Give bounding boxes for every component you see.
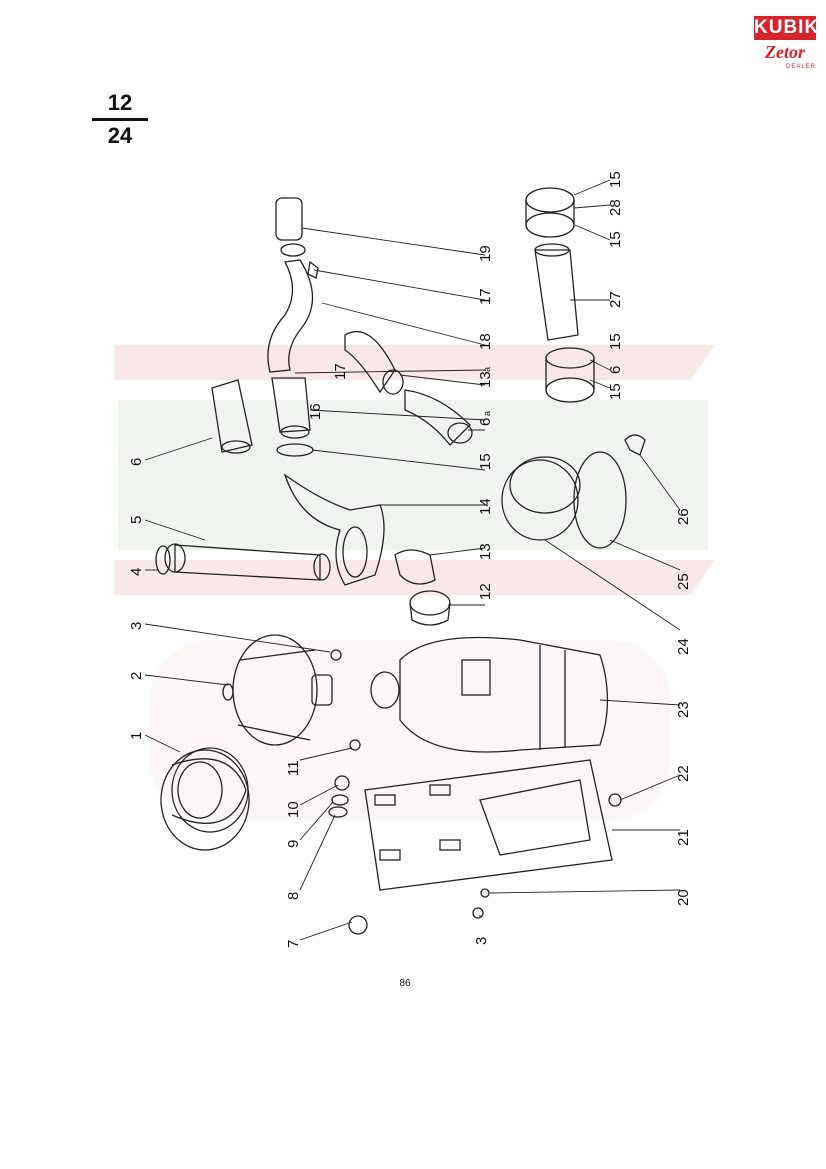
part-26-clip [624, 434, 646, 456]
fraction-denominator: 24 [107, 123, 133, 148]
part-24-cover [501, 456, 581, 541]
callout-18: 18 [477, 333, 494, 350]
callout-15: 15 [477, 453, 494, 470]
callout-10: 10 [285, 801, 302, 818]
part-21-bracket [364, 759, 613, 891]
part-9-washer [331, 794, 349, 806]
part-1-cap [160, 747, 250, 851]
callout-labels: 1 2 3 4 5 6 7 8 9 10 11 12 13 14 15 6 a … [128, 171, 692, 948]
callout-15-right-low-a: 15 [607, 383, 624, 400]
part-6-cartridge [211, 379, 253, 454]
part-28-clamp-set [525, 187, 575, 238]
leader-lines [144, 179, 681, 941]
callout-6a-sub: a [482, 411, 492, 416]
part-10-nut [334, 775, 350, 791]
part-23-filter-body [370, 636, 609, 753]
part-6-lower-clamp-set [545, 347, 595, 403]
callout-17-upper: 17 [477, 288, 494, 305]
callout-12: 12 [477, 583, 494, 600]
callout-6-right: 6 [607, 366, 624, 374]
part-12-sleeve [409, 590, 451, 626]
kubik-zetor-logo: KUBIK Zetor DEALER [754, 14, 818, 74]
callout-15-right-top-a: 15 [607, 231, 624, 248]
callout-9: 9 [285, 840, 302, 848]
part-27-tube [534, 243, 579, 341]
callout-25: 25 [675, 573, 692, 590]
logo-partner-sub: DEALER [785, 64, 816, 70]
callout-13a: 13 [477, 371, 494, 388]
part-13-elbow [394, 549, 436, 585]
part-4-clamp [155, 545, 171, 575]
part-6a-elbow [404, 389, 473, 446]
callout-1: 1 [128, 732, 145, 740]
callout-8: 8 [285, 892, 302, 900]
part-13a-elbow [344, 330, 404, 395]
fraction-bar [92, 118, 148, 121]
callout-6a: 6 [477, 418, 494, 426]
callout-17-lower: 17 [332, 363, 349, 380]
part-2-precleaner [222, 634, 333, 746]
part-5-pipe [164, 543, 331, 581]
callout-3-bottom: 3 [473, 937, 490, 945]
part-7-bolt [348, 915, 368, 935]
callout-24: 24 [675, 638, 692, 655]
callout-5: 5 [128, 516, 145, 524]
part-25-ring [573, 451, 627, 549]
callout-22: 22 [675, 765, 692, 782]
part-20-washer [480, 888, 490, 898]
callout-19: 19 [477, 245, 494, 262]
section-fraction: 12 24 [92, 90, 148, 149]
callout-3: 3 [128, 622, 145, 630]
callout-21: 21 [675, 829, 692, 846]
callout-15-right-low-b: 15 [607, 333, 624, 350]
callout-23: 23 [675, 701, 692, 718]
callout-11: 11 [285, 760, 302, 776]
callout-28: 28 [607, 199, 624, 216]
page-number: 86 [399, 978, 411, 989]
part-14-housing [283, 473, 385, 586]
callout-14: 14 [477, 498, 494, 515]
callout-13: 13 [477, 543, 494, 560]
part-3-nut-top [330, 649, 342, 661]
fraction-numerator: 12 [107, 90, 133, 115]
part-8-washer [328, 806, 348, 818]
callout-6: 6 [128, 458, 145, 466]
callout-2: 2 [128, 672, 145, 680]
callout-15-right-top-b: 15 [607, 171, 624, 188]
part-11-screw [349, 739, 361, 751]
callout-16: 16 [307, 403, 324, 420]
logo-partner: Zetor [765, 42, 805, 62]
part-18-intake-tube [267, 197, 319, 373]
callout-20: 20 [675, 889, 692, 906]
callout-13a-sub: a [482, 367, 492, 372]
callout-7: 7 [285, 940, 302, 948]
callout-26: 26 [675, 508, 692, 525]
logo-brand: KUBIK [754, 16, 820, 40]
callout-4: 4 [128, 568, 145, 576]
callout-27: 27 [607, 291, 624, 308]
part-3-nut-bottom [472, 907, 484, 919]
